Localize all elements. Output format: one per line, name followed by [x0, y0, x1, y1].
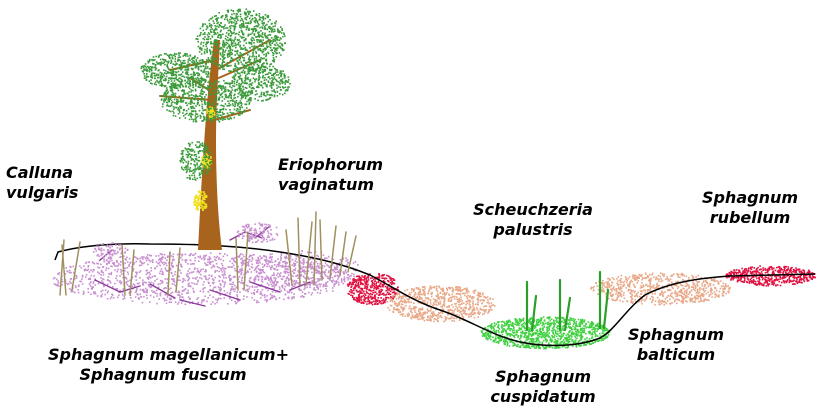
label-sphagnum-magellanicum-fuscum: Sphagnum magellanicum+ Sphagnum fuscum	[48, 345, 278, 385]
sedge-tuft-icon	[62, 245, 66, 295]
label-line: Sphagnum	[700, 188, 800, 208]
heather-shrub-icon	[95, 280, 120, 292]
heather-flowers	[237, 222, 279, 243]
sedge-tuft-icon	[314, 212, 316, 285]
label-line: Sphagnum	[626, 325, 726, 345]
label-line: cuspidatum	[488, 387, 598, 407]
label-sphagnum-balticum: Sphagnum balticum	[626, 325, 726, 365]
label-scheuchzeria-palustris: Scheuchzeria palustris	[468, 200, 598, 240]
label-sphagnum-rubellum: Sphagnum rubellum	[700, 188, 800, 228]
label-line: Calluna	[6, 163, 78, 183]
label-sphagnum-cuspidatum: Sphagnum cuspidatum	[488, 367, 598, 407]
label-line: vulgaris	[6, 183, 78, 203]
sedge-tuft-icon	[236, 238, 238, 290]
label-line: palustris	[468, 220, 598, 240]
pine-foliage	[231, 64, 290, 102]
sedge-tuft-icon	[340, 232, 346, 275]
label-line: Sphagnum fuscum	[48, 365, 278, 385]
label-line: Sphagnum magellanicum+	[48, 345, 278, 365]
pine-foliage	[195, 8, 286, 73]
label-line: Sphagnum	[488, 367, 598, 387]
label-line: Eriophorum	[278, 155, 383, 175]
scheuchzeria-stem	[604, 290, 608, 328]
sedge-tuft-icon	[348, 236, 356, 272]
label-line: Scheuchzeria	[468, 200, 598, 220]
label-line: rubellum	[700, 208, 800, 228]
label-line: balticum	[626, 345, 726, 365]
label-calluna-vulgaris: Calluna vulgaris	[6, 163, 78, 203]
label-line: vaginatum	[278, 175, 383, 195]
label-eriophorum-vaginatum: Eriophorum vaginatum	[278, 155, 383, 195]
balticum-moss	[387, 285, 496, 322]
